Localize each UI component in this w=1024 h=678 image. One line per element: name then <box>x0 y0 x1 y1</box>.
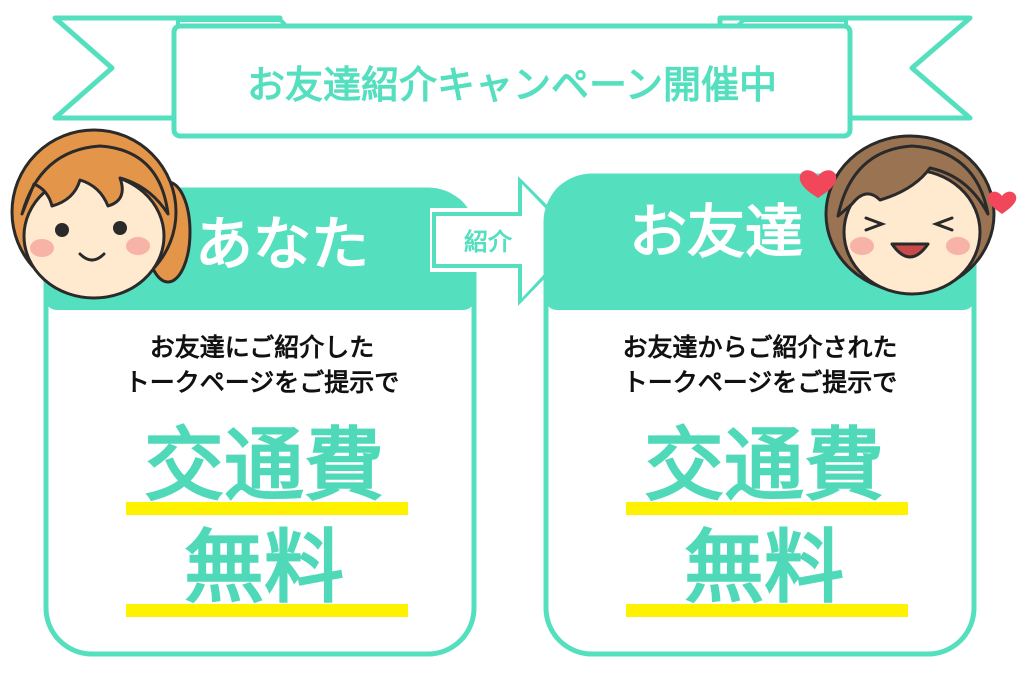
right-card-desc-line1: お友達からご紹介された <box>622 333 897 362</box>
you-cheek-right <box>126 237 150 255</box>
right-benefit-line2: 無料 <box>684 521 844 614</box>
left-benefit-line2: 無料 <box>184 521 344 614</box>
arrow-label: 紹介 <box>464 228 513 256</box>
left-benefit-line1: 交通費 <box>144 419 384 512</box>
left-highlight-underline-2 <box>126 604 408 617</box>
heart-icon-left <box>799 170 837 198</box>
friend-cheek-left <box>850 237 874 255</box>
right-highlight-underline-1 <box>626 502 908 515</box>
right-highlight-underline-2 <box>626 604 908 617</box>
left-highlight-underline-1 <box>126 502 408 515</box>
you-mouth <box>78 252 106 262</box>
right-card-desc-line2: トークページをご提示で <box>623 368 898 397</box>
friend-mouth <box>890 242 930 259</box>
you-eye-left <box>55 223 69 237</box>
left-card-heading: あなた <box>195 210 369 278</box>
friend-character-illustration <box>799 134 1017 296</box>
heart-icon-right <box>987 191 1017 214</box>
left-card: あなた お友達にご紹介した トークページをご提示で 交通費 無料 <box>43 187 477 657</box>
arrow-inner <box>436 184 576 298</box>
banner-title: お友達紹介キャンペーン開催中 <box>247 63 777 107</box>
you-cheek-left <box>30 239 54 257</box>
left-card-desc-line2: トークページをご提示で <box>125 368 400 397</box>
ribbon-banner: お友達紹介キャンペーン開催中 <box>52 15 973 139</box>
friend-eye-left <box>864 216 887 232</box>
right-benefit-line1: 交通費 <box>644 419 884 512</box>
left-card-desc-line1: お友達にご紹介した <box>150 333 375 362</box>
friend-cheek-right <box>946 237 970 255</box>
you-eye-right <box>113 221 127 235</box>
ribbon-main-band <box>171 23 853 139</box>
you-bangs <box>20 144 170 216</box>
friend-eye-right <box>931 216 954 232</box>
you-character-illustration <box>10 128 192 300</box>
right-card-heading: お友達 <box>629 198 803 266</box>
friend-bangs <box>836 144 990 218</box>
